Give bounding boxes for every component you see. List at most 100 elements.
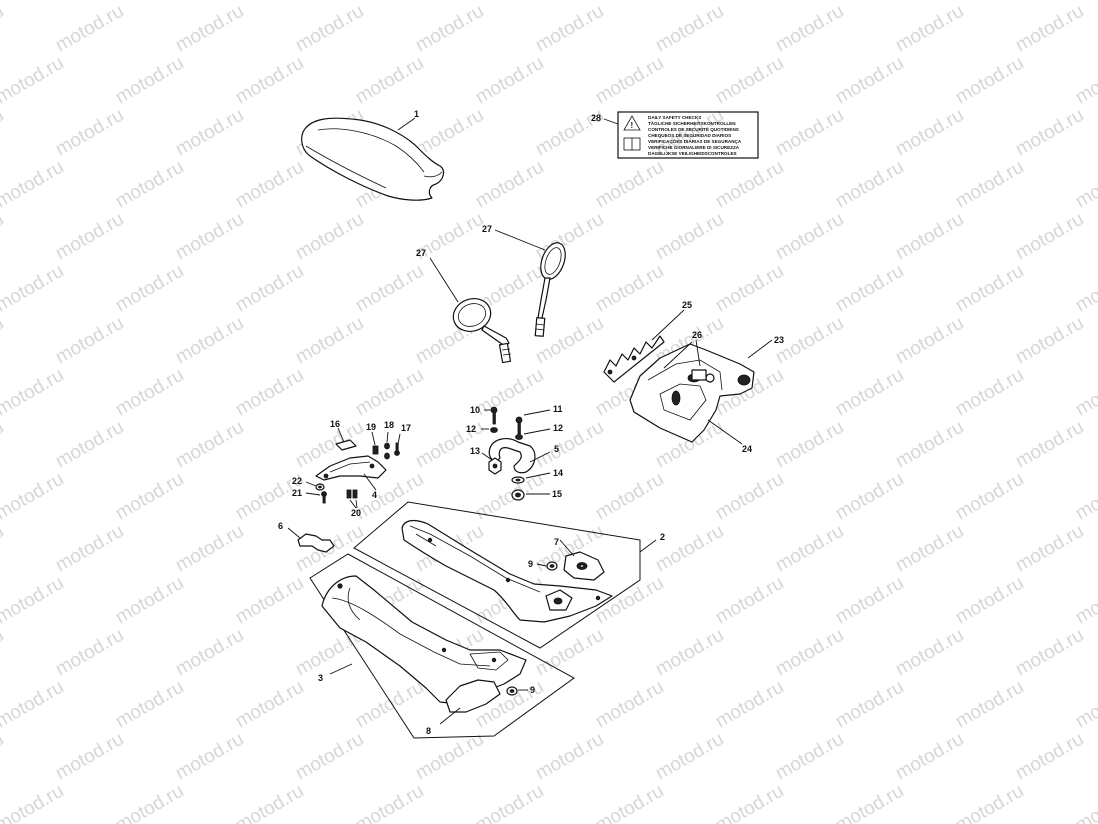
watermark-text: motod.ru xyxy=(292,313,367,369)
watermark-text: motod.ru xyxy=(712,0,787,4)
watermark-text: motod.ru xyxy=(1072,365,1098,421)
bolt-21 xyxy=(321,491,327,504)
watermark-text: motod.ru xyxy=(952,573,1027,629)
watermark-text: motod.ru xyxy=(772,105,847,161)
label-15: 15 xyxy=(552,489,562,499)
label-8: 8 xyxy=(426,726,431,736)
watermark-text: motod.ru xyxy=(52,1,127,57)
watermark-text: motod.ru xyxy=(772,625,847,681)
label-22: 22 xyxy=(292,476,302,486)
right-side-panel xyxy=(401,519,613,623)
watermark-text: motod.ru xyxy=(772,729,847,785)
watermark-text: motod.ru xyxy=(952,781,1027,824)
decal-line-3: CONTROLES DE SECURITE QUOTIDIENS xyxy=(648,127,739,132)
watermark-text: motod.ru xyxy=(832,0,907,4)
watermark-text: motod.ru xyxy=(0,521,7,577)
watermark-text: motod.ru xyxy=(952,261,1027,317)
watermark-text: motod.ru xyxy=(592,781,667,824)
bolt-11 xyxy=(515,416,523,435)
watermark-text: motod.ru xyxy=(352,677,427,733)
watermark-text: motod.ru xyxy=(1072,469,1098,525)
svg-text:!: ! xyxy=(631,121,634,130)
watermark-text: motod.ru xyxy=(472,0,547,4)
watermark-text: motod.ru xyxy=(232,157,307,213)
label-2: 2 xyxy=(660,532,665,542)
watermark-text: motod.ru xyxy=(592,469,667,525)
watermark-text: motod.ru xyxy=(772,209,847,265)
watermark-text: motod.ru xyxy=(712,157,787,213)
watermark-text: motod.ru xyxy=(1012,1,1087,57)
label-4: 4 xyxy=(372,490,377,500)
watermark-text: motod.ru xyxy=(352,261,427,317)
watermark-text: motod.ru xyxy=(532,729,607,785)
label-12-left: 12 xyxy=(466,424,476,434)
watermark-text: motod.ru xyxy=(0,0,67,4)
watermark-text: motod.ru xyxy=(112,157,187,213)
grommet-9-top xyxy=(546,561,558,571)
watermark-text: motod.ru xyxy=(0,469,67,525)
washer-18 xyxy=(384,442,390,460)
label-17: 17 xyxy=(401,423,411,433)
watermark-text: motod.ru xyxy=(172,625,247,681)
watermark-text: motod.ru xyxy=(952,53,1027,109)
watermark-text: motod.ru xyxy=(1072,261,1098,317)
decal-line-2: TÄGLICHE SICHERHEITSKONTROLLEN xyxy=(648,120,736,126)
watermark-text: motod.ru xyxy=(832,781,907,824)
watermark-text: motod.ru xyxy=(832,469,907,525)
watermark-text: motod.ru xyxy=(592,0,667,4)
watermark-text: motod.ru xyxy=(592,53,667,109)
watermark-text: motod.ru xyxy=(352,365,427,421)
label-9-bottom: 9 xyxy=(530,685,535,695)
watermark-text: motod.ru xyxy=(0,105,7,161)
watermark-text: motod.ru xyxy=(352,53,427,109)
label-3: 3 xyxy=(318,673,323,683)
watermark-text: motod.ru xyxy=(712,781,787,824)
watermark-text: motod.ru xyxy=(52,729,127,785)
watermark-text: motod.ru xyxy=(0,1,7,57)
watermark-text: motod.ru xyxy=(532,417,607,473)
watermark-text: motod.ru xyxy=(292,729,367,785)
watermark-text: motod.ru xyxy=(232,781,307,824)
watermark-text: motod.ru xyxy=(1012,521,1087,577)
watermark-text: motod.ru xyxy=(52,209,127,265)
label-28: 28 xyxy=(591,113,601,123)
decal-line-5: VERIFICAÇÕES DIÁRIAS DE SEGURANÇA xyxy=(648,138,742,144)
watermark-text: motod.ru xyxy=(592,261,667,317)
watermark-text: motod.ru xyxy=(0,365,67,421)
watermark-text: motod.ru xyxy=(0,573,67,629)
watermark-text: motod.ru xyxy=(712,53,787,109)
left-side-panel xyxy=(321,575,527,705)
label-13: 13 xyxy=(470,446,480,456)
watermark-text: motod.ru xyxy=(0,313,7,369)
watermark-text: motod.ru xyxy=(652,1,727,57)
watermark-text: motod.ru xyxy=(292,1,367,57)
watermark-text: motod.ru xyxy=(832,573,907,629)
mirror-right xyxy=(534,242,566,337)
nut-19 xyxy=(372,445,379,455)
watermark-text: motod.ru xyxy=(832,157,907,213)
number-plate-strip xyxy=(603,335,665,383)
label-5: 5 xyxy=(554,444,559,454)
watermark-text: motod.ru xyxy=(1072,781,1098,824)
panel-cover-7 xyxy=(563,551,605,581)
watermark-text: motod.ru xyxy=(652,729,727,785)
watermark-text: motod.ru xyxy=(232,261,307,317)
watermark-text: motod.ru xyxy=(1072,573,1098,629)
watermark-text: motod.ru xyxy=(712,677,787,733)
watermark-text: motod.ru xyxy=(532,625,607,681)
watermark-text: motod.ru xyxy=(472,53,547,109)
watermark-text: motod.ru xyxy=(172,209,247,265)
watermark-text: motod.ru xyxy=(952,469,1027,525)
watermark-text: motod.ru xyxy=(892,313,967,369)
watermark-text: motod.ru xyxy=(1012,105,1087,161)
washer-12-right xyxy=(515,434,523,440)
watermark-text: motod.ru xyxy=(0,417,7,473)
decal-line-6: VERIFICHE GIORNALIERE DI SICUREZZA xyxy=(648,145,740,150)
grommet-9-bottom xyxy=(506,686,518,696)
label-20: 20 xyxy=(351,508,361,518)
label-10: 10 xyxy=(470,405,480,415)
watermark-text: motod.ru xyxy=(472,781,547,824)
watermark-text: motod.ru xyxy=(232,0,307,4)
decal-line-4: CHEQUEOS DE SEGURIDAD DIARIOS xyxy=(648,133,731,138)
watermark-text: motod.ru xyxy=(232,677,307,733)
